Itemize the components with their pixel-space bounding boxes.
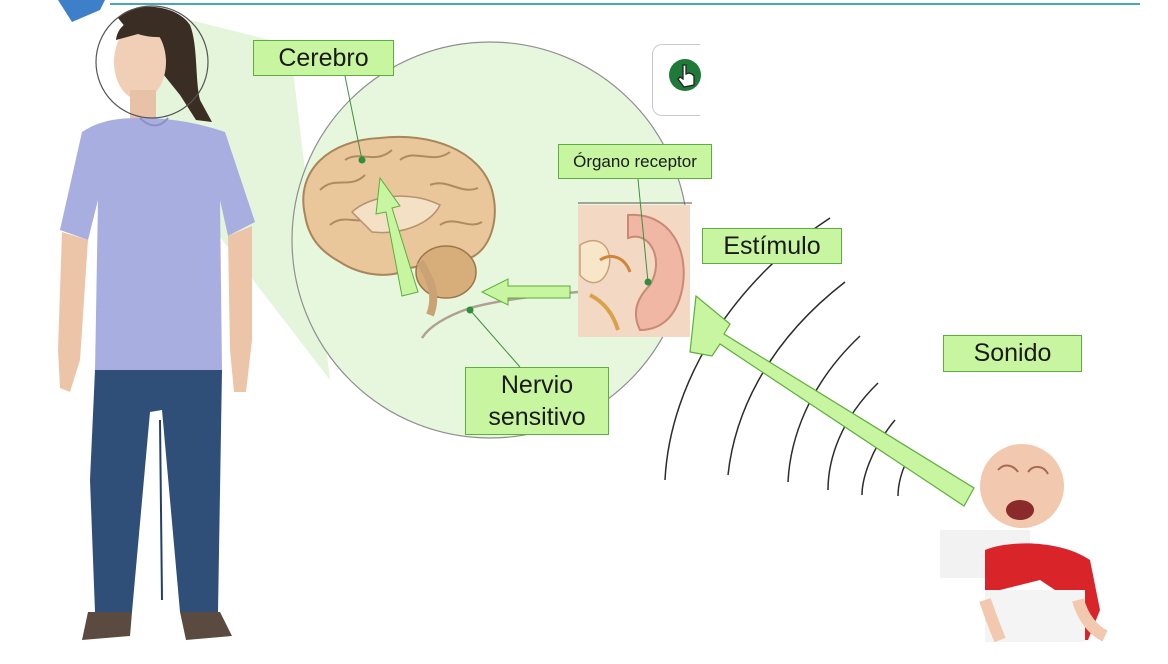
label-cerebro: Cerebro (253, 40, 394, 76)
arrow-stimulus (689, 294, 975, 507)
label-sonido: Sonido (943, 335, 1082, 372)
arrow-ear-to-nerve (480, 278, 571, 306)
head-focus-circle (95, 5, 209, 119)
label-organo-receptor: Órgano receptor (558, 144, 712, 179)
crying-baby (940, 444, 1108, 643)
arrow-up-to-brain (375, 176, 419, 297)
label-estimulo: Estímulo (702, 228, 842, 264)
girl-figure (58, 6, 255, 640)
play-button-dot (669, 59, 701, 91)
label-nervio-sensitivo: Nervio sensitivo (465, 367, 609, 435)
leader-nervio (469, 309, 521, 368)
leader-organo (637, 178, 649, 283)
corner-tab-icon (58, 0, 105, 22)
dot-organo (644, 278, 652, 286)
ear-illustration (578, 205, 690, 337)
leader-cerebro (344, 75, 363, 161)
hand-pointer-icon (677, 64, 695, 88)
dot-nervio (466, 306, 474, 314)
play-button[interactable] (652, 44, 701, 116)
label-nervio-line2: sensitivo (488, 403, 586, 431)
label-nervio-line1: Nervio (500, 371, 574, 399)
dot-cerebro (358, 156, 366, 164)
